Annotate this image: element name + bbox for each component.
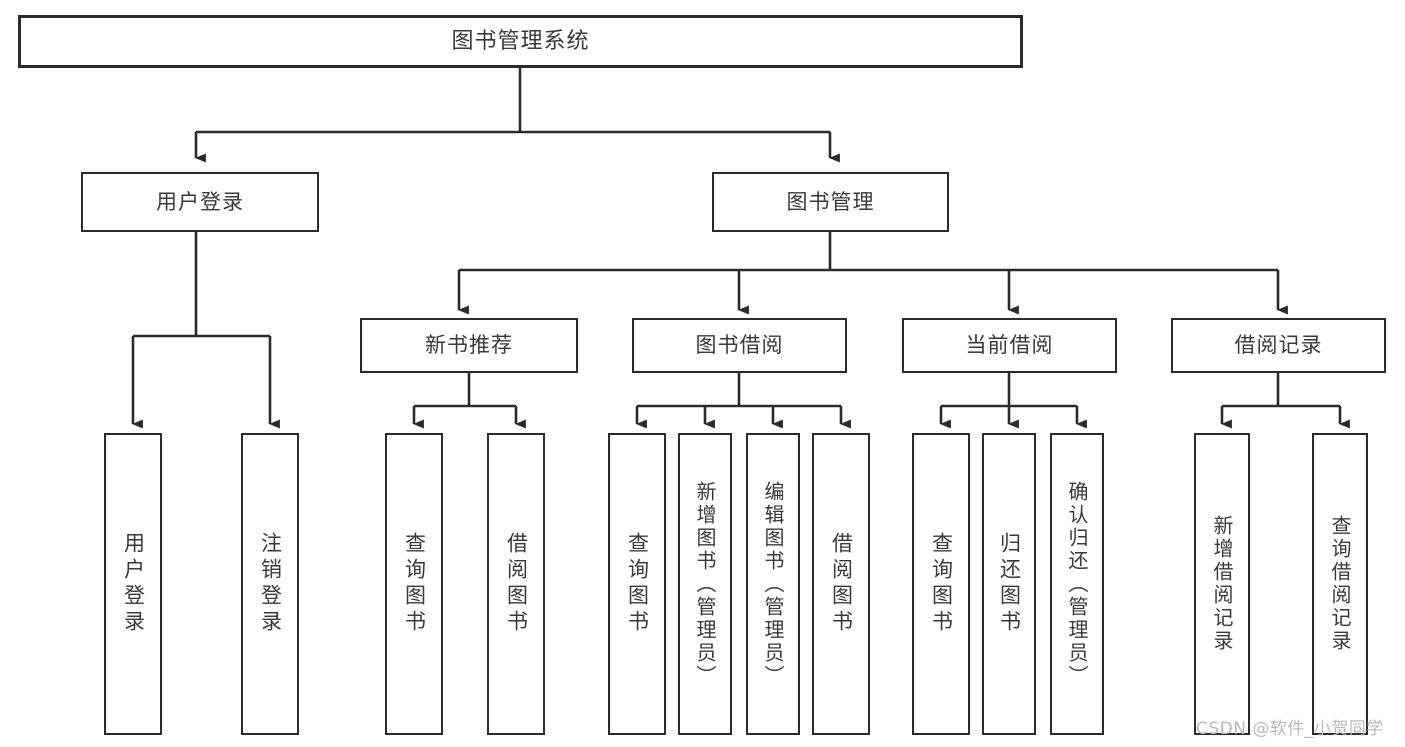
- node-leaf-return-book[interactable]: 归还图书: [982, 433, 1036, 735]
- node-current-borrow-label: 当前借阅: [965, 333, 1054, 358]
- node-leaf-user-login-label: 用户登录: [121, 532, 146, 636]
- node-leaf-add-record[interactable]: 新增借阅记录: [1194, 433, 1250, 735]
- node-leaf-confirm-return[interactable]: 确认归还（管理员）: [1050, 433, 1104, 735]
- node-leaf-logout-label: 注销登录: [258, 532, 283, 636]
- csdn-watermark: CSDN @软件_小贺同学: [1196, 719, 1384, 739]
- node-leaf-add-book-label: 新增图书（管理员）: [693, 480, 717, 688]
- node-book-borrow-label: 图书借阅: [695, 333, 784, 358]
- node-leaf-add-record-label: 新增借阅记录: [1210, 515, 1234, 653]
- node-leaf-return-book-label: 归还图书: [997, 532, 1022, 636]
- node-leaf-query-record[interactable]: 查询借阅记录: [1312, 433, 1368, 735]
- node-book-manage-label: 图书管理: [786, 189, 875, 214]
- node-leaf-logout[interactable]: 注销登录: [241, 433, 299, 735]
- node-new-book-rec-label: 新书推荐: [425, 333, 513, 358]
- node-root-label: 图书管理系统: [451, 28, 590, 54]
- node-user-login[interactable]: 用户登录: [81, 172, 319, 232]
- node-book-manage[interactable]: 图书管理: [712, 172, 949, 232]
- node-leaf-query-book-3-label: 查询图书: [929, 532, 954, 636]
- node-current-borrow[interactable]: 当前借阅: [902, 318, 1117, 373]
- node-leaf-user-login[interactable]: 用户登录: [104, 433, 162, 735]
- node-leaf-query-book-2-label: 查询图书: [625, 532, 650, 636]
- node-leaf-edit-book-label: 编辑图书（管理员）: [761, 480, 785, 688]
- node-leaf-edit-book[interactable]: 编辑图书（管理员）: [746, 433, 800, 735]
- node-user-login-label: 用户登录: [156, 189, 244, 214]
- node-leaf-query-book-1[interactable]: 查询图书: [385, 433, 443, 735]
- node-leaf-borrow-book-2[interactable]: 借阅图书: [812, 433, 870, 735]
- node-leaf-query-book-1-label: 查询图书: [402, 532, 427, 636]
- node-borrow-record[interactable]: 借阅记录: [1171, 318, 1386, 373]
- node-borrow-record-label: 借阅记录: [1234, 333, 1323, 358]
- node-root[interactable]: 图书管理系统: [18, 15, 1023, 68]
- node-leaf-add-book[interactable]: 新增图书（管理员）: [678, 433, 732, 735]
- node-leaf-query-book-2[interactable]: 查询图书: [608, 433, 666, 735]
- node-leaf-query-book-3[interactable]: 查询图书: [912, 433, 970, 735]
- node-leaf-confirm-return-label: 确认归还（管理员）: [1065, 480, 1089, 688]
- node-leaf-borrow-book-1-label: 借阅图书: [504, 532, 529, 636]
- node-leaf-query-record-label: 查询借阅记录: [1328, 515, 1352, 653]
- node-leaf-borrow-book-1[interactable]: 借阅图书: [487, 433, 545, 735]
- node-leaf-borrow-book-2-label: 借阅图书: [829, 532, 854, 636]
- node-new-book-rec[interactable]: 新书推荐: [360, 318, 578, 373]
- node-book-borrow[interactable]: 图书借阅: [632, 318, 847, 373]
